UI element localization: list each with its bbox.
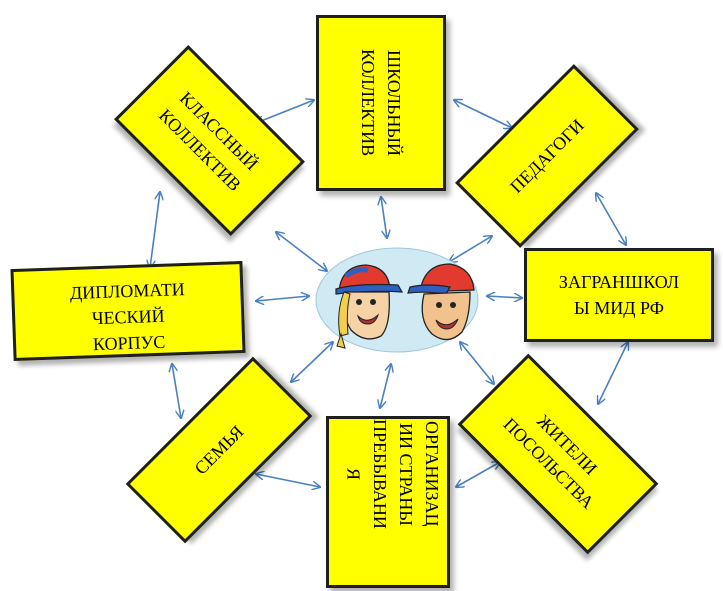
box-diplomat-korpus: ДИПЛОМАТИ ЧЕСКИЙ КОРПУС bbox=[10, 260, 246, 362]
child-left-icon bbox=[335, 264, 404, 349]
arrow-center-organizatsii bbox=[380, 364, 391, 408]
arrow-center-zagranshkoly bbox=[487, 296, 522, 298]
arrow-center-semya bbox=[291, 342, 333, 382]
arrow-zagranshkoly-zhiteli bbox=[598, 342, 628, 404]
arrow-pedagogi-zagranshkoly bbox=[596, 193, 626, 245]
box-label: СЕМЬЯ bbox=[190, 421, 248, 479]
box-label: ШКОЛЬНЫЙ КОЛЛЕКТИВ bbox=[358, 49, 405, 157]
arrow-center-klassny bbox=[276, 232, 327, 271]
box-label: ДИПЛОМАТИ ЧЕСКИЙ КОРПУС bbox=[69, 279, 186, 355]
box-label: ОРГАНИЗАЦ ИИ СТРАНЫ ПРЕБЫВАНИ Я bbox=[343, 419, 442, 529]
arrow-zhiteli-organizatsii bbox=[456, 462, 500, 487]
center-illustration bbox=[315, 247, 479, 353]
box-shkolny-kollektiv: ШКОЛЬНЫЙ КОЛЛЕКТИВ bbox=[316, 15, 446, 191]
arrow-center-diplomat bbox=[256, 296, 309, 301]
arrow-center-shkolny bbox=[381, 197, 387, 238]
child-right-icon bbox=[407, 263, 475, 341]
arrow-center-pedagogi bbox=[449, 236, 492, 262]
arrow-semya-diplomat bbox=[172, 364, 181, 418]
box-zagranshkoly: ЗАГРАНШКОЛ Ы МИД РФ bbox=[524, 248, 714, 342]
arrow-shkolny-pedagogi bbox=[454, 100, 512, 128]
box-organizatsii: ОРГАНИЗАЦ ИИ СТРАНЫ ПРЕБЫВАНИ Я bbox=[326, 416, 450, 588]
arrow-organizatsii-semya bbox=[256, 474, 320, 487]
arrow-center-zhiteli bbox=[460, 342, 494, 384]
box-label: ЗАГРАНШКОЛ Ы МИД РФ bbox=[558, 271, 680, 318]
arrow-diplomat-klassny bbox=[150, 192, 160, 268]
arrow-klassny-shkolny bbox=[256, 100, 314, 123]
box-label: ПЕДАГОГИ bbox=[506, 115, 588, 197]
